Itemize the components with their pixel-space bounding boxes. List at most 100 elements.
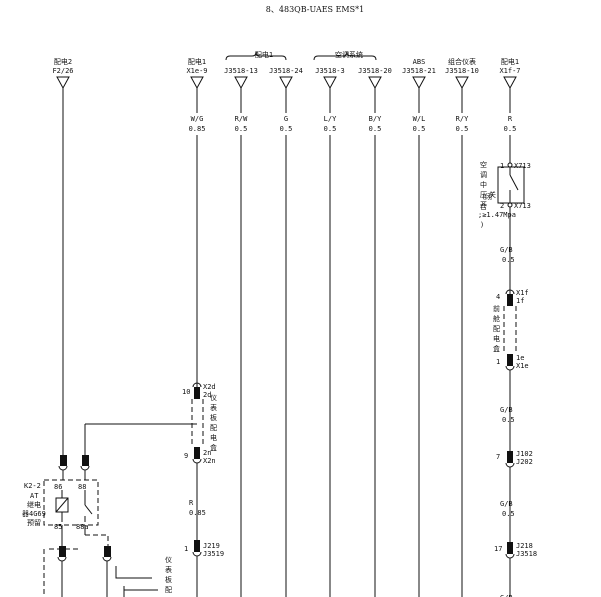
right-color-2: G/B bbox=[500, 406, 513, 414]
switch-line-3: 中 bbox=[480, 180, 487, 189]
connector-pin-2: X1e-9 bbox=[186, 67, 207, 75]
wire-gauge-3: 0.5 bbox=[235, 125, 248, 133]
wire-gauge-7: 0.5 bbox=[413, 125, 426, 133]
fuse-line-2: 舱 bbox=[493, 314, 500, 323]
wire-gauge-6: 0.5 bbox=[369, 125, 382, 133]
fuse-top-pin2: 1f bbox=[516, 297, 524, 305]
fuse-bottom-num: 1 bbox=[496, 358, 500, 366]
relay-pin-88: 88 bbox=[78, 483, 86, 491]
panel-line-4: 配 bbox=[210, 424, 217, 432]
connector-pin-8: J3518-10 bbox=[445, 67, 479, 75]
relay-pin-85: 85 bbox=[54, 523, 62, 531]
connector-group-1: 配电2 bbox=[54, 57, 72, 66]
wire-gauge-8: 0.5 bbox=[456, 125, 469, 133]
j219-a: J219 bbox=[203, 542, 220, 550]
connector-pin-4: J3518-24 bbox=[269, 67, 303, 75]
panel-fuse-box: 10 X2d 2d 仪 表 板 配 电 盒 9 2n X2n R 0.85 1 … bbox=[182, 135, 224, 597]
panel2-line-1: 仪 bbox=[165, 556, 172, 564]
relay-pin-86: 86 bbox=[54, 483, 62, 491]
relay-pin-88a: 88a bbox=[76, 523, 89, 531]
j102-b: J202 bbox=[516, 458, 533, 466]
switch-bottom-pin: X713 bbox=[514, 202, 531, 210]
panel-bottom-num: 9 bbox=[184, 452, 188, 460]
panel-top-pin: X2d bbox=[203, 383, 216, 391]
mid-color: R bbox=[189, 499, 194, 507]
connector-pin-1: F2/26 bbox=[52, 67, 73, 75]
right-gauge-1: 0.5 bbox=[502, 256, 515, 264]
j102-a: J102 bbox=[516, 450, 533, 458]
switch-line-6: 关 bbox=[489, 190, 496, 199]
fuse-top-num: 4 bbox=[496, 293, 500, 301]
wire-color-2: W/G bbox=[191, 115, 204, 123]
j102-num: 7 bbox=[496, 453, 500, 461]
bottom-right-color: G/B bbox=[500, 594, 513, 597]
switch-line-2: 调 bbox=[480, 170, 487, 179]
panel-line-3: 板 bbox=[210, 413, 217, 422]
right-gauge-3: 0.5 bbox=[502, 510, 515, 518]
switch-bottom-num: 2 bbox=[500, 202, 504, 210]
switch-top-num: 1 bbox=[500, 162, 504, 170]
connector-group-9: 配电1 bbox=[501, 57, 519, 66]
panel-top-num: 10 bbox=[182, 388, 190, 396]
fuse-line-3: 配 bbox=[493, 325, 500, 333]
connector-arrow-1 bbox=[56, 76, 70, 90]
connector-group-8: 组合仪表 bbox=[448, 57, 476, 66]
connector-arrow-9 bbox=[503, 76, 517, 90]
wire-color-8: R/Y bbox=[456, 115, 469, 123]
connector-group-2: 配电1 bbox=[188, 57, 206, 66]
j218-b: J3518 bbox=[516, 550, 537, 558]
wire-gauge-4: 0.5 bbox=[280, 125, 293, 133]
bracket-aircon bbox=[313, 51, 377, 61]
right-color-1: G/B bbox=[500, 246, 513, 254]
wire-color-9: R bbox=[508, 115, 513, 123]
panel-line-6: 盒 bbox=[210, 443, 217, 452]
wire-gauge-5: 0.5 bbox=[324, 125, 337, 133]
connector-pin-3: J3518-13 bbox=[224, 67, 258, 75]
connector-arrow-6 bbox=[368, 76, 382, 90]
switch-line-10: ) bbox=[480, 221, 484, 229]
j218-a: J218 bbox=[516, 542, 533, 550]
connector-pin-7: J3518-21 bbox=[402, 67, 436, 75]
connector-arrow-8 bbox=[455, 76, 469, 90]
connector-pin-5: J3518-3 bbox=[315, 67, 345, 75]
switch-line-1: 空 bbox=[480, 160, 487, 169]
fuse-line-4: 电 bbox=[493, 334, 500, 343]
j219-num: 1 bbox=[184, 545, 188, 553]
wire-color-5: L/Y bbox=[324, 115, 337, 123]
panel-line-1: 仪 bbox=[210, 394, 217, 402]
panel-line-5: 电 bbox=[210, 433, 217, 442]
fuse-line-1: 前 bbox=[493, 304, 500, 313]
switch-line-7: （闭 bbox=[478, 193, 492, 201]
connector-arrow-2 bbox=[190, 76, 204, 90]
relay-name: K2-2 bbox=[24, 482, 41, 490]
right-column: 1 X713 2 X713 空 调 中 压 开 关 （闭 合 ;≥1.47Mpa… bbox=[478, 135, 537, 597]
mid-gauge: 0.85 bbox=[189, 509, 206, 517]
wire-gauge-9: 0.5 bbox=[504, 125, 517, 133]
panel2-line-4: 配 bbox=[165, 586, 172, 594]
panel-line-2: 表 bbox=[210, 403, 217, 412]
panel-bottom-pin: 2n bbox=[203, 449, 211, 457]
wire-color-7: W/L bbox=[413, 115, 426, 123]
connector-arrow-3 bbox=[234, 76, 248, 90]
connector-arrow-4 bbox=[279, 76, 293, 90]
relay-line-3: 器4G69 bbox=[22, 510, 46, 518]
connector-arrow-7 bbox=[412, 76, 426, 90]
bracket-label-peidian1: 配电1 bbox=[255, 50, 273, 59]
switch-line-9: ;≥1.47Mpa bbox=[478, 211, 516, 219]
right-gauge-2: 0.5 bbox=[502, 416, 515, 424]
fuse-bottom-pin2: X1e bbox=[516, 362, 529, 370]
wire-color-6: B/Y bbox=[369, 115, 382, 123]
panel2-line-3: 板 bbox=[165, 575, 172, 584]
bracket-peidian1 bbox=[225, 51, 287, 61]
wire-color-3: R/W bbox=[235, 115, 248, 123]
j218-num: 17 bbox=[494, 545, 502, 553]
panel-top-pin2: 2d bbox=[203, 391, 211, 399]
panel-bottom-pin2: X2n bbox=[203, 457, 216, 465]
j219-b: J3519 bbox=[203, 550, 224, 558]
relay-line-1: AT bbox=[30, 492, 39, 500]
connector-arrow-5 bbox=[323, 76, 337, 90]
switch-line-5: 开 bbox=[480, 201, 487, 209]
relay-line-4: 预留 bbox=[27, 518, 41, 527]
wire-gauge-2: 0.85 bbox=[189, 125, 206, 133]
